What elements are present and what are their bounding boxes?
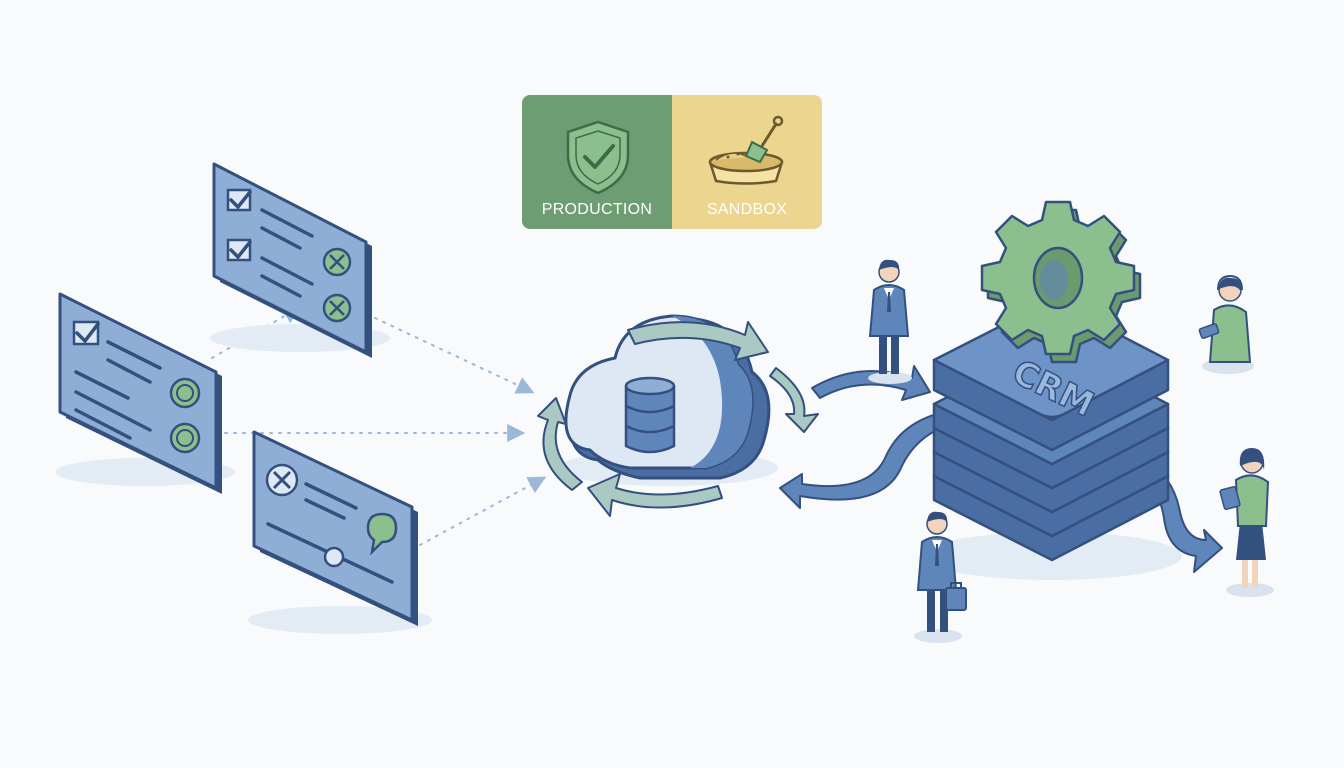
- environment-badge: PRODUCTION SANDBOX: [522, 95, 822, 229]
- cross-circle-icon: [322, 293, 352, 323]
- flow-arrow-to-crm: [811, 365, 931, 401]
- cross-circle-icon: [322, 247, 352, 277]
- businessman-standing: [868, 259, 912, 384]
- crm-server-stack: CRM: [922, 301, 1182, 580]
- checkbox-checked-icon: [226, 188, 252, 212]
- sync-arrow-left: [537, 397, 583, 491]
- support-agent-headset: [1198, 274, 1254, 374]
- sandbox-shovel-icon: [708, 115, 784, 185]
- status-ok-icon: [169, 422, 201, 454]
- checklist-form-left: [55, 292, 235, 494]
- sandbox-label: SANDBOX: [707, 201, 787, 218]
- slider-form-bottom: [248, 430, 432, 634]
- sync-arrow-top: [627, 321, 769, 361]
- slider-handle: [323, 546, 345, 568]
- businessman-with-briefcase: [914, 511, 967, 643]
- sync-arrows: [537, 321, 819, 517]
- checkbox-checked-icon: [72, 320, 100, 346]
- checklist-form-top: [210, 162, 390, 358]
- sync-arrow-bottom: [587, 473, 723, 517]
- status-ok-icon: [169, 377, 201, 409]
- database-icon: [624, 376, 676, 454]
- headset-icon: [1217, 274, 1243, 291]
- woman-with-tablet: [1219, 448, 1274, 597]
- close-circle-icon: [265, 463, 299, 497]
- shield-check-icon: [566, 120, 630, 195]
- production-label: PRODUCTION: [542, 201, 653, 218]
- chat-bubble-icon: [366, 512, 398, 556]
- gear-icon: [980, 200, 1142, 364]
- sync-arrow-right: [769, 367, 819, 433]
- checkbox-checked-icon: [226, 238, 252, 262]
- briefcase-icon: [945, 582, 967, 611]
- tablet-icon: [1219, 485, 1241, 511]
